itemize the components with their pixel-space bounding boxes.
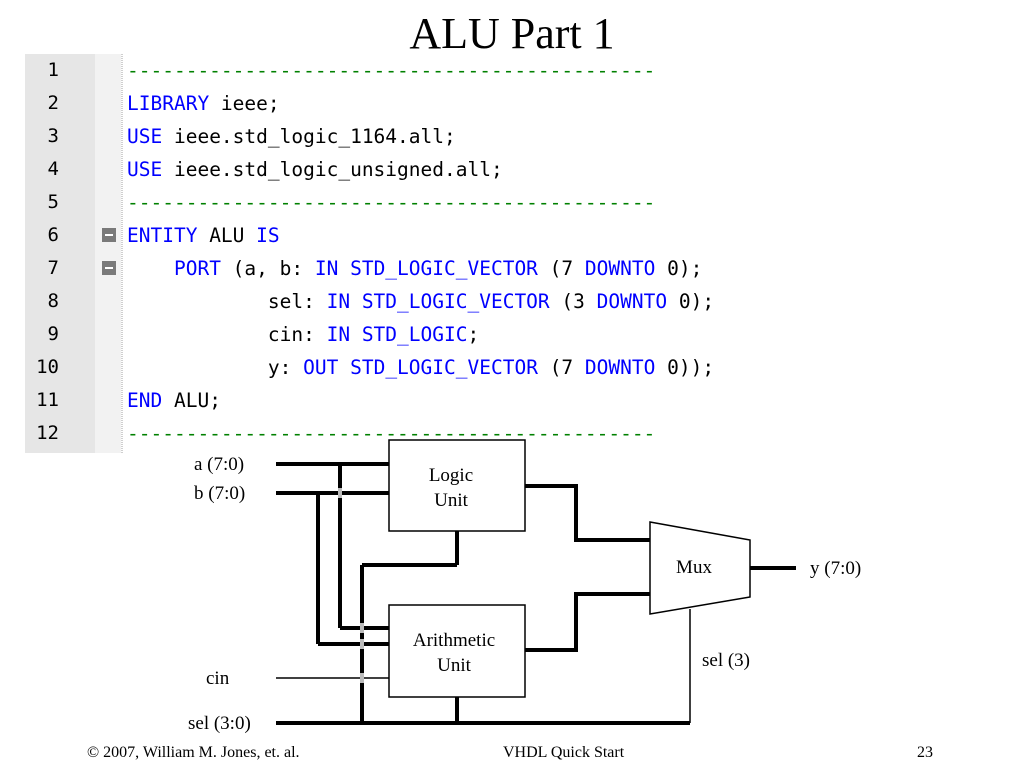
identifier: 0);	[667, 290, 715, 313]
wire-logic-out	[525, 484, 650, 542]
code-line-10: y: OUT STD_LOGIC_VECTOR (7 DOWNTO 0));	[127, 351, 714, 384]
indent	[127, 257, 174, 280]
arithmetic-unit-label: Unit	[437, 655, 472, 676]
identifier: ALU	[197, 224, 257, 247]
code-line-11: END ALU;	[127, 384, 221, 417]
keyword: PORT	[173, 257, 221, 280]
page-number: 23	[917, 744, 933, 761]
indent	[127, 290, 268, 313]
arithmetic-unit-label: Arithmetic	[413, 630, 495, 651]
identifier: 0));	[655, 356, 715, 379]
keyword: STD_LOGIC_VECTOR	[338, 257, 538, 280]
line-number: 4	[47, 158, 59, 180]
code-line-6: ENTITY ALU IS	[127, 219, 280, 252]
line-number: 3	[47, 125, 59, 147]
identifier: cin:	[267, 323, 327, 346]
input-cin-label: cin	[206, 668, 230, 689]
keyword: LIBRARY	[127, 92, 210, 115]
line-number: 11	[36, 389, 59, 411]
line-number: 5	[47, 191, 59, 213]
keyword: USE	[127, 158, 163, 181]
input-sel-label: sel (3:0)	[188, 713, 251, 734]
footer-course: VHDL Quick Start	[503, 744, 625, 761]
comment: ----------------------------------------…	[127, 59, 656, 82]
fold-collapse-icon[interactable]	[102, 228, 116, 242]
code-line-9: cin: IN STD_LOGIC;	[127, 318, 479, 351]
code-line-7: PORT (a, b: IN STD_LOGIC_VECTOR (7 DOWNT…	[127, 252, 702, 285]
code-line-3: USE ieee.std_logic_1164.all;	[127, 120, 456, 153]
identifier: y:	[267, 356, 304, 379]
identifier: (a, b:	[220, 257, 315, 280]
mux-block	[649, 521, 751, 615]
code-line-2: LIBRARY ieee;	[127, 87, 280, 120]
keyword: STD_LOGIC	[350, 323, 468, 346]
keyword: IN	[326, 290, 351, 313]
code-listing: 1 2 3 4 5 6 7 8 9 10 11 12 -------------…	[25, 54, 955, 454]
line-number-gutter	[25, 54, 95, 453]
line-number: 7	[47, 257, 59, 279]
keyword: IN	[314, 257, 339, 280]
indent	[127, 356, 268, 379]
keyword: OUT	[303, 356, 339, 379]
keyword: DOWNTO	[596, 290, 668, 313]
identifier: ;	[467, 323, 480, 346]
fold-collapse-icon[interactable]	[102, 261, 116, 275]
identifier: ieee.std_logic_unsigned.all;	[162, 158, 503, 181]
identifier: 0);	[655, 257, 703, 280]
identifier: (7	[537, 257, 585, 280]
keyword: USE	[127, 125, 163, 148]
line-number: 9	[47, 323, 59, 345]
keyword: STD_LOGIC_VECTOR	[350, 290, 550, 313]
line-number: 2	[47, 92, 59, 114]
line-number: 6	[47, 224, 59, 246]
keyword: IS	[256, 224, 280, 247]
fold-column	[95, 54, 121, 453]
line-number: 10	[36, 356, 59, 378]
line-number: 12	[36, 422, 59, 444]
keyword: STD_LOGIC_VECTOR	[338, 356, 538, 379]
identifier: ieee;	[209, 92, 280, 115]
wire-arith-out	[525, 592, 650, 652]
alu-block-diagram: a (7:0) b (7:0) cin sel (3:0) Logic Unit…	[188, 439, 861, 734]
indent	[127, 323, 268, 346]
gutter-separator	[121, 54, 123, 453]
logic-unit-label: Unit	[434, 490, 469, 511]
code-line-1: ----------------------------------------…	[127, 54, 655, 87]
arithmetic-unit-block	[388, 604, 526, 698]
keyword: IN	[326, 323, 351, 346]
identifier: sel:	[267, 290, 327, 313]
code-line-5: ----------------------------------------…	[127, 186, 655, 219]
line-number: 1	[47, 59, 59, 81]
identifier: ieee.std_logic_1164.all;	[162, 125, 456, 148]
input-b-label: b (7:0)	[194, 483, 245, 504]
output-y-label: y (7:0)	[810, 558, 861, 579]
mux-label: Mux	[676, 557, 712, 578]
logic-unit-block	[388, 439, 526, 532]
identifier: ALU;	[162, 389, 221, 412]
identifier: (3	[549, 290, 597, 313]
comment: ----------------------------------------…	[127, 191, 656, 214]
line-number: 8	[47, 290, 59, 312]
sel3-label: sel (3)	[702, 650, 750, 671]
logic-unit-label: Logic	[429, 465, 473, 486]
keyword: END	[127, 389, 163, 412]
keyword: DOWNTO	[584, 356, 656, 379]
identifier: (7	[537, 356, 585, 379]
input-a-label: a (7:0)	[194, 454, 244, 475]
keyword: DOWNTO	[584, 257, 656, 280]
keyword: ENTITY	[127, 224, 198, 247]
footer-copyright: © 2007, William M. Jones, et. al.	[87, 744, 300, 761]
code-line-4: USE ieee.std_logic_unsigned.all;	[127, 153, 503, 186]
code-line-8: sel: IN STD_LOGIC_VECTOR (3 DOWNTO 0);	[127, 285, 714, 318]
slide-title: ALU Part 1	[409, 9, 615, 58]
